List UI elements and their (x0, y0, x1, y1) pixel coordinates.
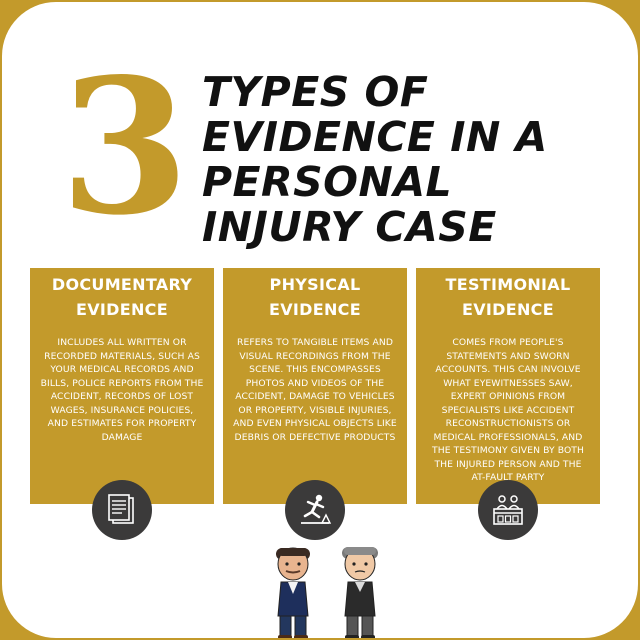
man-left-figure (276, 547, 310, 638)
panel-title-line-2: EVIDENCE (462, 300, 554, 319)
documentary-evidence-panel: DOCUMENTARY EVIDENCE INCLUDES ALL WRITTE… (30, 268, 214, 504)
big-number-three: 3 (60, 37, 190, 256)
panel-title: DOCUMENTARY EVIDENCE (30, 272, 214, 322)
title-line-4: INJURY CASE (202, 203, 497, 251)
title-line-1: TYPES OF (202, 68, 429, 116)
panel-body: INCLUDES ALL WRITTEN OR RECORDED MATERIA… (40, 337, 204, 443)
panel-title: PHYSICAL EVIDENCE (223, 272, 407, 322)
panel-title-line-1: DOCUMENTARY (51, 275, 193, 294)
man-right-figure (342, 547, 378, 638)
panel-body: COMES FROM PEOPLE'S STATEMENTS AND SWORN… (431, 337, 585, 483)
panel-title-line-2: EVIDENCE (76, 300, 168, 319)
panel-title-line-2: EVIDENCE (269, 300, 361, 319)
documents-icon (92, 480, 152, 540)
panel-title: TESTIMONIAL EVIDENCE (416, 272, 600, 322)
panel-body: REFERS TO TANGIBLE ITEMS AND VISUAL RECO… (233, 337, 397, 443)
title-line-2: EVIDENCE IN A (202, 113, 548, 161)
slip-fall-icon (285, 480, 345, 540)
headline-title: TYPES OF EVIDENCE IN A PERSONAL INJURY C… (202, 70, 632, 250)
title-line-3: PERSONAL (202, 158, 453, 206)
testimonial-evidence-panel: TESTIMONIAL EVIDENCE COMES FROM PEOPLE'S… (416, 268, 600, 504)
physical-evidence-panel: PHYSICAL EVIDENCE REFERS TO TANGIBLE ITE… (223, 268, 407, 504)
panel-title-line-1: PHYSICAL (269, 275, 361, 294)
witness-stand-icon (478, 480, 538, 540)
two-men-illustration (276, 547, 378, 638)
panel-title-line-1: TESTIMONIAL (445, 275, 571, 294)
